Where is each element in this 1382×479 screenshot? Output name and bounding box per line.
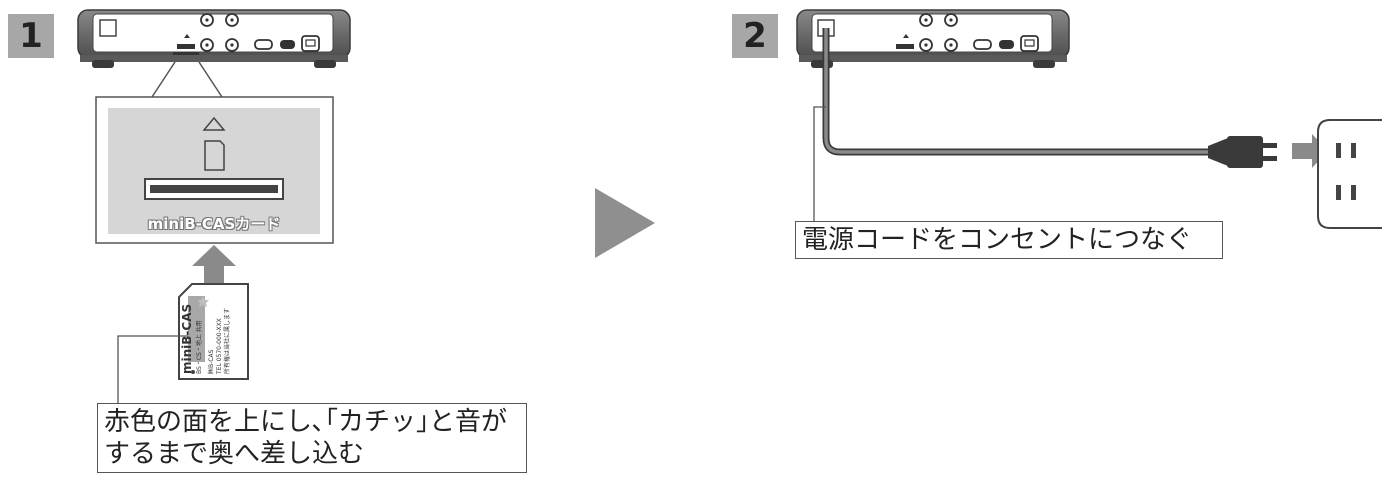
step1-instruction: 赤色の面を上にし､｢カチッ｣と音が するまで奥へ差し込む [97,403,527,473]
power-plug-icon [1208,136,1277,168]
card-line2: BS・CS・地上 共用 [196,320,203,374]
outlet-icon [1317,119,1382,229]
step1-number-badge: 1 [8,14,54,58]
step2-device [796,9,1070,68]
card-line3: ㈱B-CAS [208,349,215,374]
minib-cas-card [178,283,249,380]
play-arrow-icon [595,188,655,258]
step2-number-badge: 2 [732,14,778,58]
step1-instruction-line2: するまで奥へ差し込む [104,439,365,469]
step1-leader-line [117,335,188,404]
card-line5: 所有権は当社に属します [224,307,231,374]
insert-arrow-icon [192,245,236,290]
card-text: miniB-CAS BS・CS・地上 共用 ㈱B-CAS TEL 0570-00… [180,294,246,376]
step1-instruction-line1: 赤色の面を上にし､｢カチッ｣と音が [104,407,508,437]
zoom-panel-label: miniB-CASカード [147,215,281,233]
step2-instruction: 電源コードをコンセントにつなぐ [795,221,1223,259]
card-title: miniB-CAS [180,303,194,374]
card-line4: TEL 0570-000-XXX [216,318,223,374]
step2-leader-line [813,106,826,222]
step1-device [77,9,351,68]
zoom-callout [95,61,334,244]
power-cord [822,28,1212,156]
